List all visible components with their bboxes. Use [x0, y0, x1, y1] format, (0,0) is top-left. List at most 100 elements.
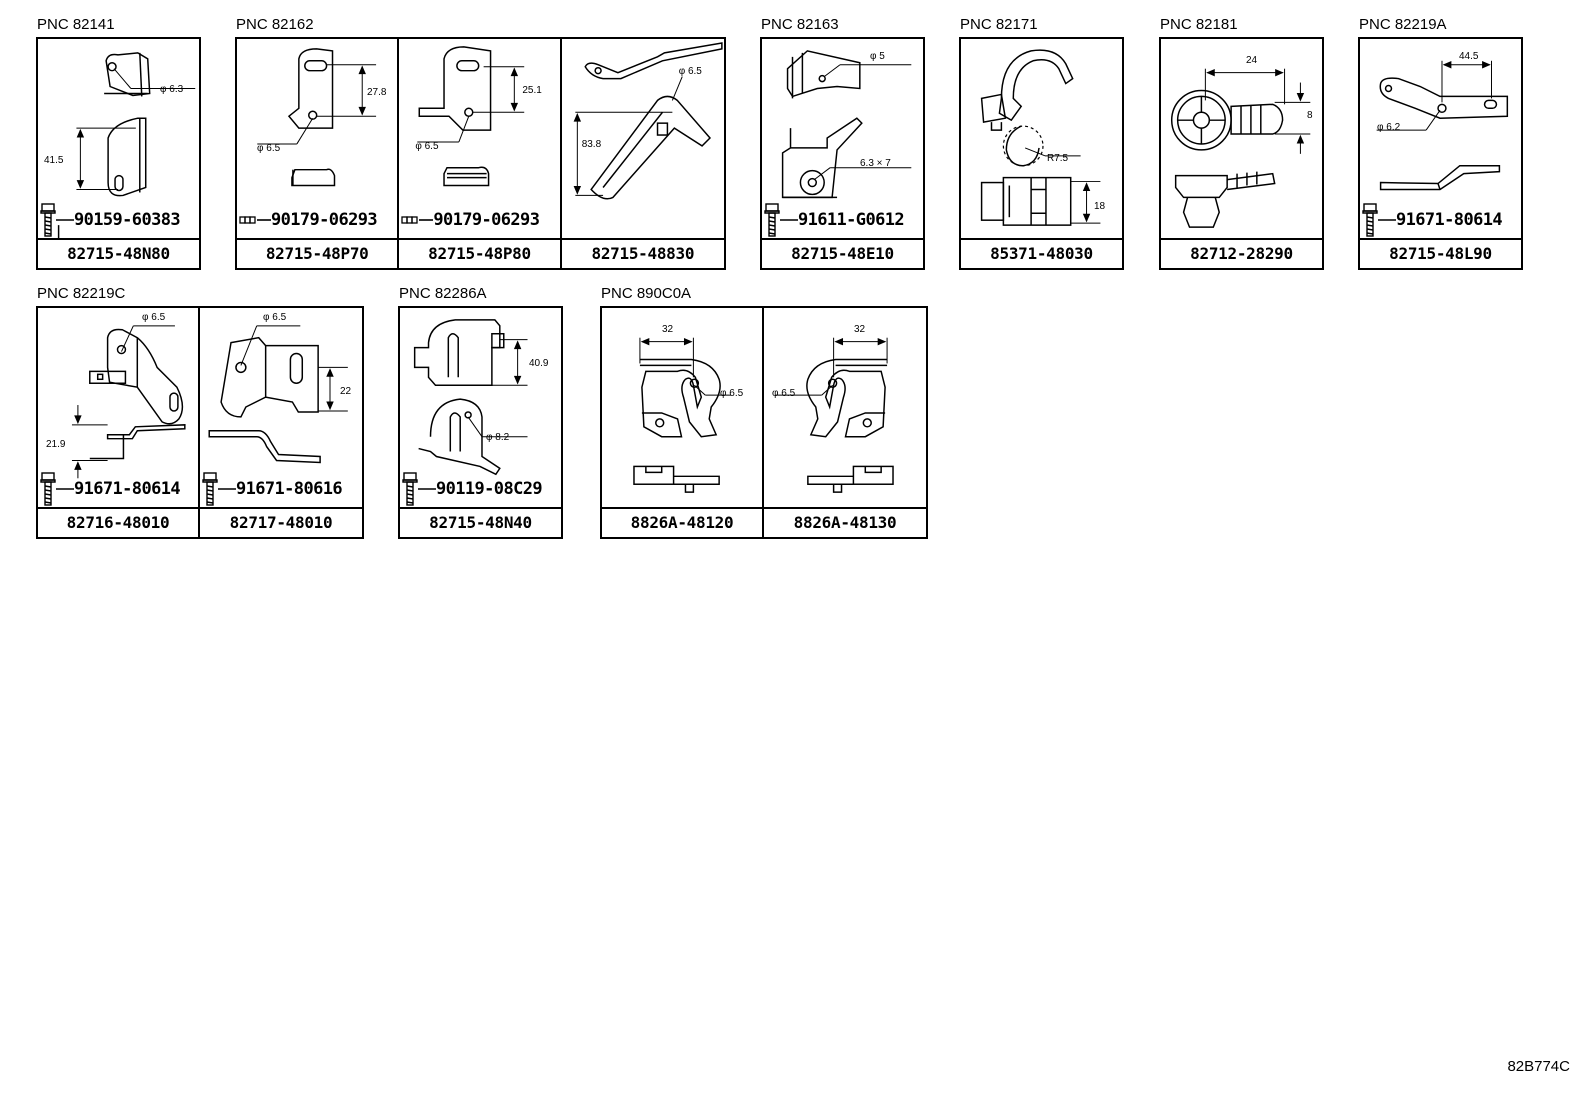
fastener-callout: 90159-60383 — [40, 203, 181, 237]
leader-line — [419, 219, 434, 221]
dimension-label: φ 6.5 — [257, 143, 281, 154]
dimension-label: 22 — [340, 386, 352, 397]
bracket-drawing — [775, 337, 894, 493]
fastener-number[interactable]: 91671-80616 — [236, 479, 343, 499]
part-drawing: 27.8 φ 6.5 90179-06293 — [237, 39, 397, 238]
part-cell[interactable]: φ 6.5 21.9 91671-80614 82716-48010 — [38, 308, 200, 537]
fastener-callout: 91671-80614 — [40, 472, 181, 506]
dimension-label: 6.3 × 7 — [860, 158, 891, 169]
leader-line — [257, 219, 271, 221]
bracket-drawing — [413, 319, 528, 476]
part-cell[interactable]: 44.5 φ 6.2 91671-80614 82715-48L90 — [1360, 39, 1521, 268]
dimension-label: 32 — [854, 324, 866, 335]
nut-icon — [239, 216, 256, 224]
part-number[interactable]: 82712-28290 — [1161, 238, 1322, 268]
fastener-callout: 91671-80616 — [202, 472, 343, 506]
part-cell[interactable]: 40.9 φ 8.2 90119-08C29 82715-48N40 — [400, 308, 561, 537]
dimension-label: 41.5 — [44, 155, 64, 166]
part-cell[interactable]: 32 φ 6.5 8826A-48120 — [602, 308, 764, 537]
part-drawing: φ 6.5 21.9 91671-80614 — [38, 308, 198, 507]
bracket-drawing — [781, 50, 912, 199]
part-cell[interactable]: φ 6.5 22 91671-80616 82717-48010 — [200, 308, 362, 537]
dimension-label: φ 6.5 — [415, 141, 439, 152]
fastener-number[interactable]: 91611-G0612 — [798, 210, 905, 230]
leader-line — [56, 219, 74, 221]
part-group-82219c: φ 6.5 21.9 91671-80614 82716-48010 — [36, 306, 364, 539]
fastener-number[interactable]: 90179-06293 — [433, 210, 540, 230]
part-group-82163: φ 5 6.3 × 7 91611-G0612 82715-48E10 — [760, 37, 925, 270]
part-number[interactable]: 82715-48L90 — [1360, 238, 1521, 268]
fastener-number[interactable]: 90119-08C29 — [436, 479, 543, 499]
fastener-callout: 91671-80614 — [1362, 203, 1503, 237]
part-number[interactable]: 82715-48N80 — [38, 238, 199, 268]
fastener-number[interactable]: 90179-06293 — [271, 210, 378, 230]
nut-icon — [401, 216, 418, 224]
bolt-icon — [202, 472, 218, 506]
bracket-drawing — [57, 52, 196, 238]
pnc-label: PNC 82219C — [37, 285, 126, 302]
leader-line — [418, 488, 436, 490]
part-drawing: 40.9 φ 8.2 90119-08C29 — [400, 308, 561, 507]
dimension-label: φ 8.2 — [486, 432, 510, 443]
bracket-drawing — [573, 42, 723, 200]
part-number[interactable]: 82715-48830 — [561, 238, 725, 268]
part-number[interactable]: 8826A-48130 — [764, 507, 926, 537]
dimension-label: 44.5 — [1459, 51, 1479, 62]
pnc-label: PNC 82141 — [37, 16, 115, 33]
fastener-number[interactable]: 91671-80614 — [1396, 210, 1503, 230]
part-number[interactable]: 82715-48P70 — [237, 238, 398, 268]
dimension-label: 24 — [1246, 55, 1258, 66]
part-number[interactable]: 82715-48E10 — [762, 238, 923, 268]
leader-line — [218, 488, 236, 490]
dimension-label: 18 — [1094, 201, 1106, 212]
part-cell[interactable]: φ 5 6.3 × 7 91611-G0612 82715-48E10 — [762, 39, 923, 268]
dimension-label: R7.5 — [1047, 153, 1069, 164]
fastener-number[interactable]: 91671-80614 — [74, 479, 181, 499]
part-drawing: φ 6.5 83.8 — [562, 39, 724, 238]
part-number[interactable]: 8826A-48120 — [602, 507, 762, 537]
part-drawing: 24 8 — [1161, 39, 1322, 238]
part-number[interactable]: 82717-48010 — [200, 507, 362, 537]
bracket-drawing — [71, 325, 186, 479]
dimension-label: φ 6.5 — [678, 66, 702, 77]
part-cell[interactable]: R7.5 18 85371-48030 — [961, 39, 1122, 268]
bracket-drawing — [417, 46, 525, 187]
clamp-drawing — [980, 49, 1101, 226]
fastener-callout: 90179-06293 — [401, 206, 540, 234]
part-drawing: φ 5 6.3 × 7 91611-G0612 — [762, 39, 923, 238]
leader-line — [780, 219, 798, 221]
dimension-label: 21.9 — [46, 439, 66, 450]
pnc-label: PNC 82286A — [399, 285, 487, 302]
fastener-callout: 90179-06293 — [239, 206, 378, 234]
bracket-drawing — [208, 325, 348, 464]
bolt-icon — [1362, 203, 1378, 237]
dimension-label: 32 — [662, 324, 674, 335]
part-cell[interactable]: φ 6.3 41.5 90159-60383 82715-48N80 — [38, 39, 199, 268]
dimension-label: φ 6.5 — [772, 388, 796, 399]
illustration-code: 82B774C — [1507, 1058, 1570, 1075]
dimension-label: 8 — [1307, 110, 1313, 121]
dimension-label: 25.1 — [522, 85, 542, 96]
pnc-label: PNC 82181 — [1160, 16, 1238, 33]
bracket-drawing — [1376, 60, 1509, 191]
dimension-label: 27.8 — [367, 87, 387, 98]
part-number[interactable]: 85371-48030 — [961, 238, 1122, 268]
part-cell[interactable]: 32 φ 6.5 8826A-48130 — [764, 308, 926, 537]
fastener-callout: 90119-08C29 — [402, 472, 543, 506]
part-number[interactable]: 82716-48010 — [38, 507, 198, 537]
part-cell[interactable]: φ 6.5 83.8 82715-48830 — [561, 39, 725, 268]
part-drawing: 32 φ 6.5 — [602, 308, 762, 507]
part-cell[interactable]: 25.1 φ 6.5 90179-06293 82715-48P80 — [399, 39, 562, 268]
part-number[interactable]: 82715-48P80 — [399, 238, 560, 268]
part-drawing: φ 6.3 41.5 90159-60383 — [38, 39, 199, 238]
dimension-label: 40.9 — [529, 358, 549, 369]
part-cell[interactable]: 24 8 82712-28290 — [1161, 39, 1322, 268]
fastener-number[interactable]: 90159-60383 — [74, 210, 181, 230]
part-number[interactable]: 82715-48N40 — [400, 507, 561, 537]
part-group-82286a: 40.9 φ 8.2 90119-08C29 82715-48N40 — [398, 306, 563, 539]
bracket-drawing — [257, 48, 377, 187]
part-cell[interactable]: 27.8 φ 6.5 90179-06293 82715-48P70 — [237, 39, 400, 268]
bolt-icon — [764, 203, 780, 237]
part-group-82141: φ 6.3 41.5 90159-60383 82715-48N80 — [36, 37, 201, 270]
part-drawing: 25.1 φ 6.5 90179-06293 — [399, 39, 559, 238]
